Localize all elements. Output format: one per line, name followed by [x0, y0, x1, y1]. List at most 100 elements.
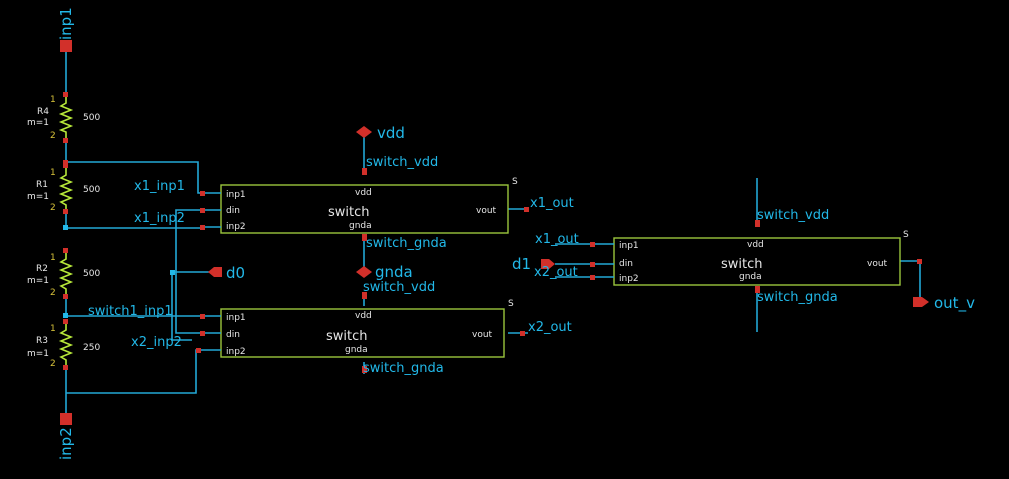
switch-x1-pin	[200, 225, 205, 230]
switch-x1-pin-din: din	[226, 206, 240, 216]
resistor-r3[interactable]: 1 2 R3 m=1 250	[27, 319, 100, 370]
port-inp2[interactable]: inp2	[57, 413, 75, 460]
port-out-v[interactable]: out_v	[913, 294, 975, 313]
net-label-x1-switch-gnda: switch_gnda	[366, 236, 447, 251]
switch-x2-title: switch	[326, 329, 368, 344]
switch-x1-pin	[200, 191, 205, 196]
switch-block-x1[interactable]: inp1 din inp2 vdd gnda vout switch S swi…	[200, 155, 574, 251]
resistor-r3-pin-bottom	[63, 365, 68, 370]
resistor-r1-pin2: 2	[50, 203, 56, 213]
net-label-x2-inp2: x2_inp2	[131, 335, 182, 350]
switch-x3-pin	[755, 286, 760, 293]
switch-x1-pin	[524, 207, 529, 212]
switch-x3-pin	[590, 242, 595, 247]
resistor-r2[interactable]: 1 2 R2 m=1 500	[27, 248, 100, 299]
net-label-x2-switch-vdd: switch_vdd	[363, 280, 435, 295]
switch-x2-pin	[362, 366, 367, 373]
resistor-r4-name: R4	[37, 107, 49, 117]
switch-x1-pin	[362, 234, 367, 241]
port-inp2-pin	[60, 413, 72, 425]
resistor-r2-value: 500	[83, 269, 100, 279]
port-gnda-label: gnda	[375, 263, 413, 281]
switch-x1-title: switch	[328, 205, 370, 220]
resistor-r1-value: 500	[83, 185, 100, 195]
port-inp1[interactable]: inp1	[57, 7, 75, 52]
port-d1[interactable]: d1	[512, 255, 555, 273]
resistor-r2-body	[58, 251, 74, 297]
junction-dot	[63, 313, 68, 318]
x3-out-wire	[900, 260, 921, 302]
switch-x3-pin	[590, 275, 595, 280]
switch-x3-pin	[917, 259, 922, 264]
port-out-v-label: out_v	[934, 294, 975, 313]
x2-inp2-wire	[66, 349, 203, 394]
switch-x1-pin	[200, 208, 205, 213]
net-label-x2-switch-gnda: switch_gnda	[363, 361, 444, 376]
port-inp2-label: inp2	[57, 427, 75, 460]
net-label-x1-out: x1_out	[530, 196, 574, 211]
switch-x1-pin-gnda: gnda	[349, 221, 372, 231]
switch-x3-pin-inp1: inp1	[619, 241, 639, 251]
switch-block-x3[interactable]: inp1 din inp2 vdd gnda vout switch S swi…	[534, 208, 922, 305]
net-label-x1-switch-vdd: switch_vdd	[366, 155, 438, 170]
port-d0-pin	[208, 267, 222, 277]
port-d0[interactable]: d0	[208, 264, 245, 282]
port-d1-label: d1	[512, 255, 531, 273]
switch-x2-pin-vout: vout	[472, 330, 493, 340]
port-out-v-pin	[913, 297, 929, 307]
switch-x2-pin-inp2: inp2	[226, 347, 246, 357]
switch-x3-body	[613, 237, 901, 286]
port-d0-label: d0	[226, 264, 245, 282]
port-inp1-label: inp1	[57, 7, 75, 40]
resistor-r1-m: m=1	[27, 192, 49, 202]
switch-x2-corner: S	[508, 299, 514, 309]
resistor-r4-value: 500	[83, 113, 100, 123]
switch-x3-pin	[590, 262, 595, 267]
resistor-r1-pin-top	[63, 163, 68, 168]
junction-dot	[170, 270, 175, 275]
resistor-r1[interactable]: 1 2 R1 m=1 500	[27, 163, 100, 214]
junction-dot	[63, 160, 68, 165]
net-label-x3-switch-gnda: switch_gnda	[757, 290, 838, 305]
switch-x2-pin	[200, 331, 205, 336]
switch-x3-pin	[755, 220, 760, 227]
switch-x2-pin-inp1: inp1	[226, 313, 246, 323]
port-vdd[interactable]: vdd	[356, 124, 405, 142]
switch-x2-pin	[196, 348, 201, 353]
port-inp1-pin	[60, 40, 72, 52]
resistor-r4-pin2: 2	[50, 131, 56, 141]
net-label-x3-switch-vdd: switch_vdd	[757, 208, 829, 223]
resistor-r2-pin-bottom	[63, 294, 68, 299]
switch-x1-stubs	[203, 192, 221, 228]
resistor-r4-pin-top	[63, 92, 68, 97]
switch-x2-pin	[520, 331, 525, 336]
switch-x1-pin-vdd: vdd	[355, 188, 372, 198]
port-vdd-label: vdd	[377, 124, 405, 142]
switch-x3-pin-vdd: vdd	[747, 240, 764, 250]
switch-x3-stubs	[593, 243, 614, 278]
switch-x2-pin	[362, 292, 367, 299]
resistor-r4-pin1: 1	[50, 95, 56, 105]
resistor-r4[interactable]: 1 2 R4 m=1 500	[27, 92, 100, 143]
resistor-r3-value: 250	[83, 343, 100, 353]
port-gnda[interactable]: gnda	[356, 263, 413, 281]
switch-x3-pin-vout: vout	[867, 259, 888, 269]
resistor-r3-m: m=1	[27, 349, 49, 359]
switch-block-x2[interactable]: inp1 din inp2 vdd gnda vout switch S swi…	[196, 280, 572, 376]
resistor-r3-name: R3	[36, 336, 48, 346]
switch-x3-title: switch	[721, 257, 763, 272]
resistor-r1-name: R1	[36, 180, 48, 190]
switch-x1-corner: S	[512, 177, 518, 187]
resistor-r3-body	[58, 322, 74, 368]
switch-x1-pin-inp2: inp2	[226, 222, 246, 232]
port-d1-pin	[541, 259, 555, 269]
junctions	[63, 160, 175, 318]
switch-x2-pin-gnda: gnda	[345, 345, 368, 355]
switch-x2-pin-vdd: vdd	[355, 311, 372, 321]
switch-x1-body	[220, 184, 509, 234]
resistor-r3-pin2: 2	[50, 359, 56, 369]
switch-x3-pin-din: din	[619, 259, 633, 269]
resistor-r1-pin-bottom	[63, 209, 68, 214]
net-label-x2-out: x2_out	[528, 320, 572, 335]
resistor-r2-m: m=1	[27, 276, 49, 286]
